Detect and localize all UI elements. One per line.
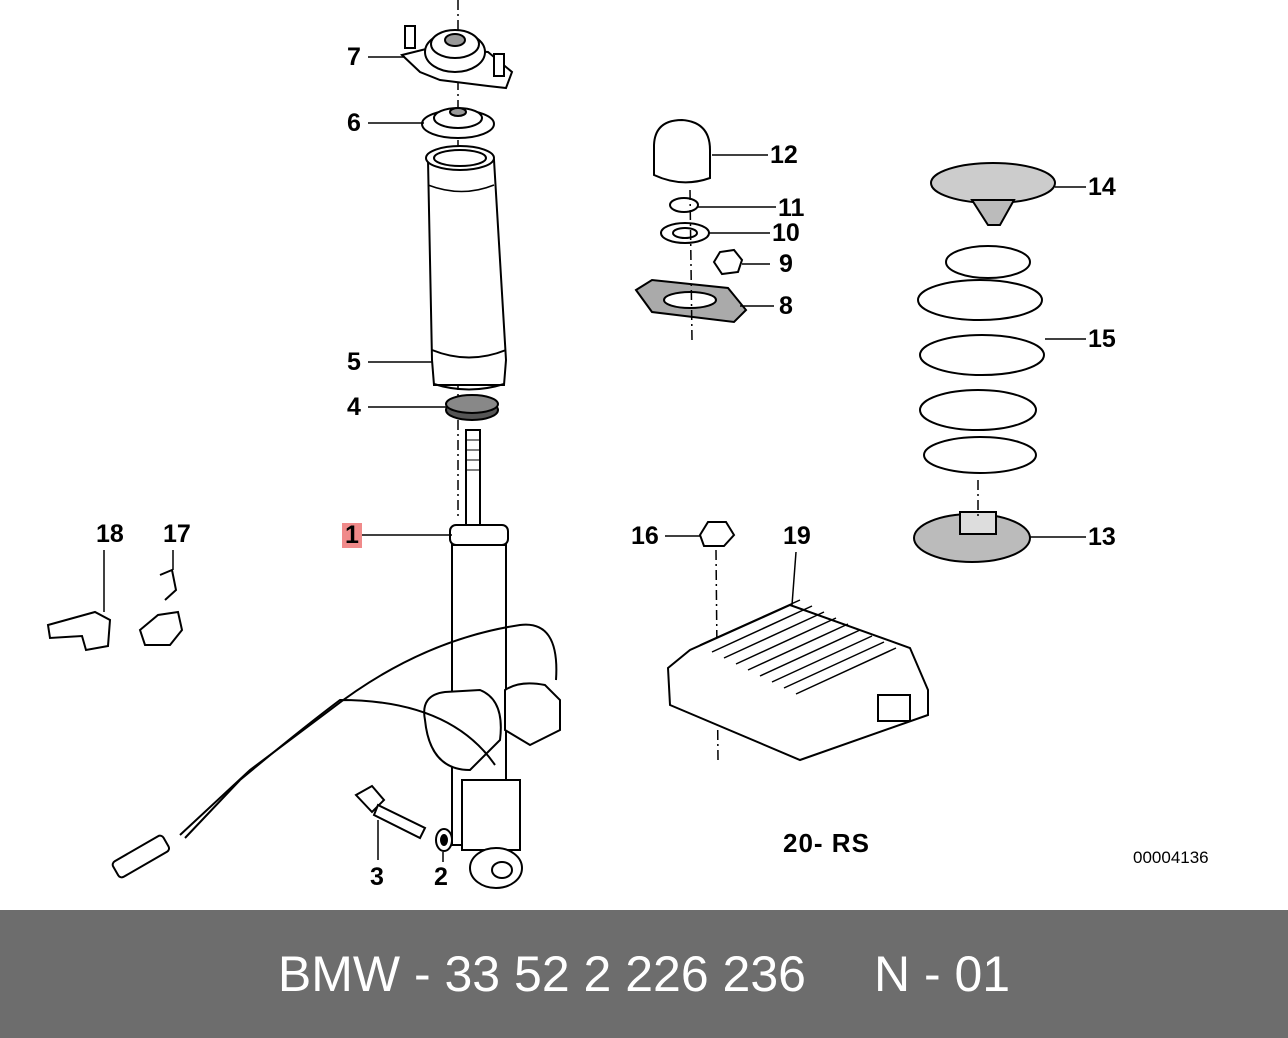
strut-mount-part — [399, 25, 514, 90]
self-locking-nut-part — [669, 197, 699, 213]
callout-10: 10 — [772, 219, 800, 247]
callout-11: 11 — [778, 194, 805, 222]
bolt-part — [354, 784, 427, 840]
callout-5: 5 — [347, 348, 361, 376]
parts-diagram: 7 6 5 4 1 18 17 3 2 12 11 10 9 8 14 15 1… — [46, 0, 1209, 891]
callout-4: 4 — [347, 393, 361, 421]
callout-17: 17 — [163, 520, 191, 548]
coil-spring-part — [917, 245, 1045, 474]
bracket-clip-part — [46, 610, 112, 652]
callout-9: 9 — [779, 250, 793, 278]
variant-label: 20- RS — [783, 828, 870, 858]
control-unit-part — [666, 599, 929, 762]
callout-18: 18 — [96, 520, 124, 548]
collar-nut-part — [698, 521, 736, 547]
hex-nut-part — [712, 248, 744, 276]
part-number: BMW - 33 52 2 226 236 — [277, 946, 806, 1002]
callout-14: 14 — [1088, 173, 1116, 201]
callout-2: 2 — [434, 863, 448, 891]
sensor-cable-part — [111, 623, 558, 879]
callout-19: 19 — [783, 522, 811, 550]
part-number-footer: BMW - 33 52 2 226 236 N - 01 — [0, 910, 1288, 1038]
callout-16: 16 — [631, 522, 659, 550]
callout-3: 3 — [370, 863, 384, 891]
drawing-number: 00004136 — [1133, 848, 1209, 867]
callout-7: 7 — [347, 43, 361, 71]
callout-6: 6 — [347, 109, 361, 137]
callout-13: 13 — [1088, 523, 1116, 551]
leader-lines — [103, 56, 1086, 862]
shock-absorber-part — [423, 429, 561, 889]
upper-washer-part — [421, 107, 495, 139]
callout-1-highlighted: 1 — [342, 523, 362, 548]
callout-15: 15 — [1088, 325, 1116, 353]
upper-spring-pad-part — [930, 162, 1056, 204]
cable-clamp-part — [138, 610, 184, 646]
buffer-ring-part — [445, 394, 499, 421]
callout-8: 8 — [779, 292, 793, 320]
exploded-view-drawing — [46, 0, 1086, 889]
sheet-label: N - 01 — [873, 946, 1011, 1002]
protective-cap-part — [653, 118, 711, 184]
callout-12: 12 — [770, 141, 798, 169]
protective-tube-part — [425, 145, 508, 391]
